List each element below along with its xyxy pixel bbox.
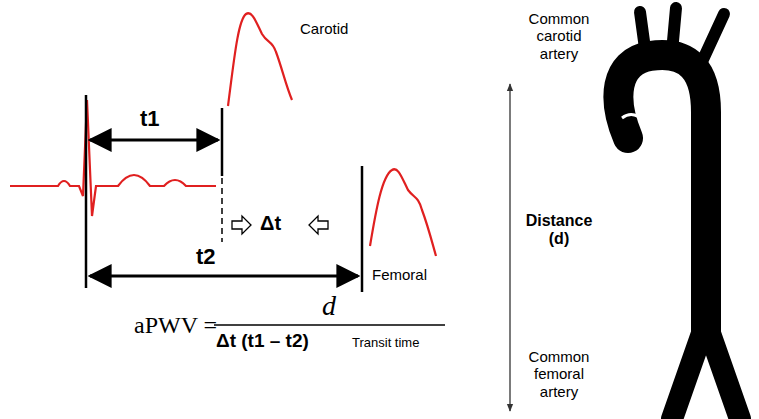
ecg-trace [10, 100, 216, 216]
distance-label: Distance (d) [516, 212, 602, 249]
interval-label: t1 [140, 106, 160, 131]
formula-text: Δt (t1 – t2) [216, 330, 309, 352]
open-arrow [232, 216, 251, 234]
aorta-root-notch [622, 115, 644, 124]
femoral-wave [370, 169, 436, 256]
dashed-line [221, 178, 223, 242]
interval-label: Δt [260, 212, 281, 235]
formula-text: aPWV = [134, 312, 217, 340]
femoral-foot-line [361, 166, 364, 292]
site-label: Common femoral artery [516, 348, 602, 400]
site-label: Common carotid artery [516, 10, 602, 62]
aorta-silhouette [618, 8, 746, 419]
t2-arrow [90, 275, 358, 278]
formula-text: d [322, 290, 336, 322]
carotid-foot-line [221, 108, 224, 176]
formula-note: Transit time [352, 336, 419, 351]
fraction-bar [214, 324, 445, 326]
wave-label: Femoral [372, 266, 427, 283]
interval-label: t2 [196, 244, 216, 269]
r-wave-line [85, 95, 88, 288]
wave-label: Carotid [300, 20, 348, 37]
distance-arrow [509, 84, 510, 411]
open-arrow [309, 216, 328, 234]
carotid-wave [228, 13, 292, 106]
t1-arrow [90, 139, 218, 142]
